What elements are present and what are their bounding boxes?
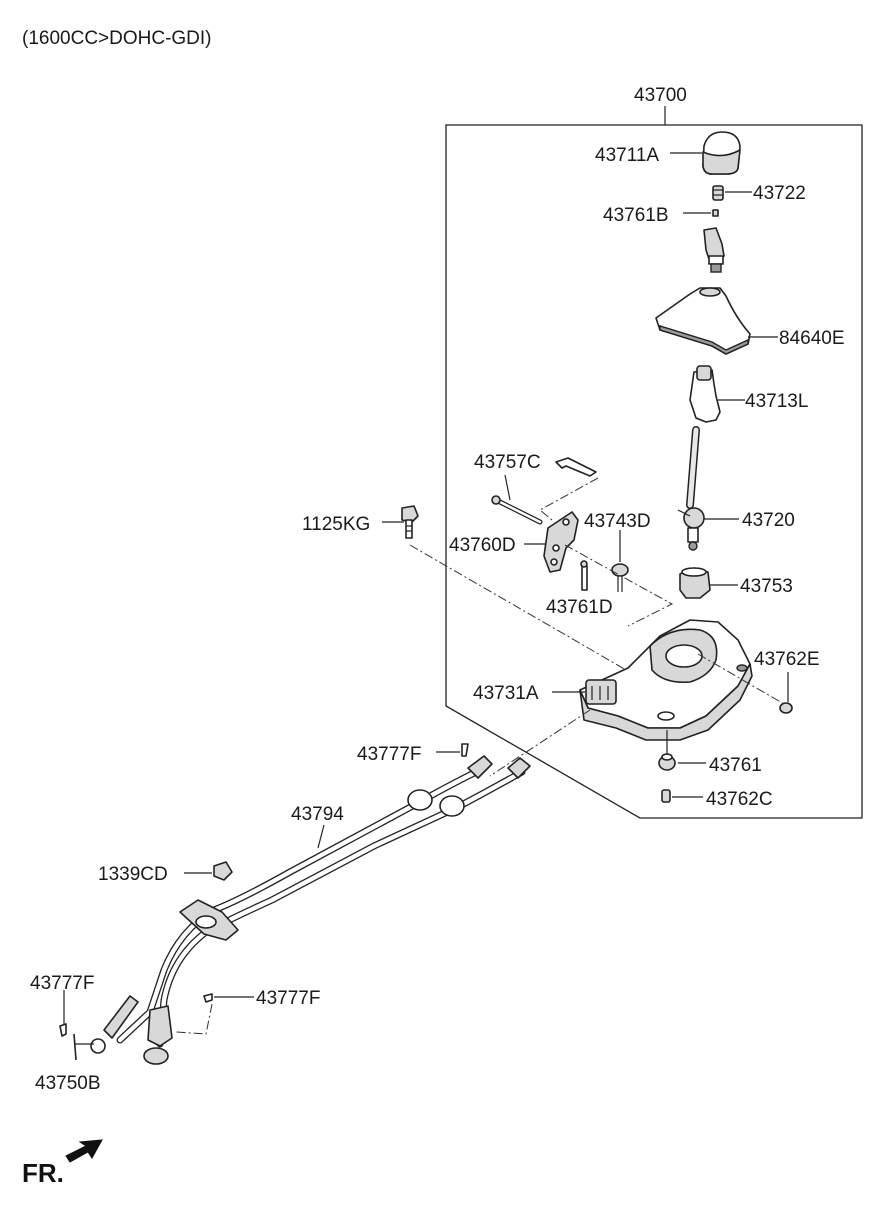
label-1339CD[interactable]: 1339CD	[98, 864, 168, 885]
shift-knob[interactable]	[702, 131, 741, 175]
label-43731A[interactable]: 43731A	[473, 683, 539, 704]
pivot-bolt[interactable]	[491, 495, 543, 525]
lever-sleeve[interactable]	[689, 365, 721, 423]
lever-bracket[interactable]	[543, 511, 579, 573]
shift-cable-assembly[interactable]	[90, 755, 531, 1065]
label-43757C[interactable]: 43757C	[474, 452, 541, 473]
clip-43777F-c[interactable]	[203, 993, 213, 1003]
label-43743D[interactable]: 43743D	[584, 511, 651, 532]
mounting-bolt[interactable]	[401, 505, 419, 539]
nut-1339CD[interactable]	[213, 861, 233, 881]
label-43713L[interactable]: 43713L	[745, 391, 808, 412]
front-direction-arrow-icon	[65, 1139, 103, 1163]
pin-43761B[interactable]	[712, 209, 719, 217]
label-84640E[interactable]: 84640E	[779, 328, 845, 349]
pin-43750B[interactable]	[73, 1033, 77, 1061]
shift-lever-rod[interactable]	[677, 426, 705, 551]
socket-bushing[interactable]	[679, 567, 711, 599]
label-43722[interactable]: 43722	[753, 183, 806, 204]
grommet-43761[interactable]	[658, 753, 676, 771]
assembly-outline	[445, 124, 863, 819]
label-43762C[interactable]: 43762C	[706, 789, 773, 810]
label-43761B[interactable]: 43761B	[603, 205, 669, 226]
label-43750B[interactable]: 43750B	[35, 1073, 101, 1094]
pin-43761D[interactable]	[580, 560, 588, 591]
shift-lever-housing[interactable]	[579, 619, 753, 741]
label-43777F-b[interactable]: 43777F	[30, 973, 94, 994]
lever-push-rod[interactable]	[703, 227, 725, 273]
label-43777F-c[interactable]: 43777F	[256, 988, 320, 1009]
clip-43777F-a[interactable]	[461, 743, 469, 757]
bushing-43762C[interactable]	[661, 789, 671, 803]
label-1125KG[interactable]: 1125KG	[302, 514, 370, 535]
clip-43777F-b[interactable]	[59, 1023, 67, 1037]
retaining-clip[interactable]	[555, 457, 597, 477]
shift-boot[interactable]	[655, 287, 751, 355]
label-43720[interactable]: 43720	[742, 510, 795, 531]
label-43711A[interactable]: 43711A	[595, 145, 659, 166]
label-43761D[interactable]: 43761D	[546, 597, 613, 618]
label-43760D[interactable]: 43760D	[449, 535, 516, 556]
label-43761[interactable]: 43761	[709, 755, 762, 776]
nut-43762E[interactable]	[779, 702, 793, 714]
label-43794[interactable]: 43794	[291, 804, 344, 825]
label-43700[interactable]: 43700	[634, 85, 687, 106]
label-43777F-a[interactable]: 43777F	[357, 744, 421, 765]
label-43762E[interactable]: 43762E	[754, 649, 820, 670]
label-43753[interactable]: 43753	[740, 576, 793, 597]
front-direction-label: FR.	[22, 1158, 64, 1188]
engine-spec-title: (1600CC>DOHC-GDI)	[22, 28, 212, 49]
lock-spring[interactable]	[712, 185, 724, 201]
